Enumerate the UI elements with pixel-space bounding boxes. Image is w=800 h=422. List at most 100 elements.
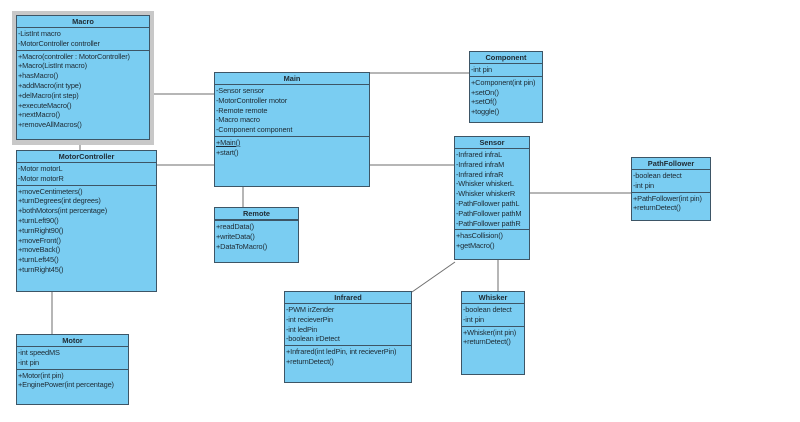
operation[interactable]: +DataToMacro(): [216, 241, 268, 251]
class-motorcontroller[interactable]: MotorController-Motor motorL-Motor motor…: [16, 150, 157, 292]
class-name: PathFollower: [632, 158, 710, 170]
operation[interactable]: +addMacro(int type): [18, 80, 82, 90]
operations-section: +PathFollower(int pin)+returnDetect(): [632, 193, 710, 215]
class-component[interactable]: Component-int pin+Component(int pin)+set…: [469, 51, 543, 123]
operation[interactable]: +returnDetect(): [286, 356, 334, 366]
attributes-section: -int pin: [470, 64, 542, 77]
class-main[interactable]: Main-Sensor sensor-MotorController motor…: [214, 72, 370, 187]
operation[interactable]: +returnDetect(): [633, 203, 681, 213]
class-name: Component: [470, 52, 542, 64]
attribute[interactable]: -Infrared infraM: [456, 159, 505, 169]
operation[interactable]: +moveFront(): [18, 235, 61, 245]
operation[interactable]: +returnDetect(): [463, 337, 511, 347]
class-remote[interactable]: Remote+readData()+writeData()+DataToMacr…: [214, 207, 299, 263]
operation[interactable]: +turnLeft90(): [18, 215, 59, 225]
attribute[interactable]: -PathFollower pathR: [456, 218, 521, 228]
attributes-section: -boolean detect-int pin: [462, 304, 524, 327]
attribute[interactable]: -Component component: [216, 125, 293, 135]
operation[interactable]: +hasCollision(): [456, 231, 503, 241]
operations-section: +hasCollision()+getMacro(): [455, 230, 529, 252]
attribute[interactable]: -Whisker whiskerL: [456, 179, 514, 189]
operation[interactable]: +turnLeft45(): [18, 255, 59, 265]
operation[interactable]: +Whisker(int pin): [463, 327, 517, 337]
operation[interactable]: +Main(): [216, 137, 241, 147]
operations-section: +Whisker(int pin)+returnDetect(): [462, 327, 524, 349]
operation[interactable]: +setOn(): [471, 87, 499, 97]
operation[interactable]: +executeMacro(): [18, 100, 72, 110]
attribute[interactable]: -boolean detect: [633, 171, 682, 180]
attribute[interactable]: -PathFollower pathM: [456, 208, 522, 218]
class-pathfollower[interactable]: PathFollower-boolean detect-int pin +Path…: [631, 157, 711, 221]
attribute[interactable]: -Remote remote: [216, 105, 268, 115]
attribute[interactable]: -Motor motorR: [18, 173, 64, 183]
attribute[interactable]: -Macro macro: [216, 115, 260, 125]
attribute[interactable]: -Infrared infraR: [456, 169, 504, 179]
class-name: Sensor: [455, 137, 529, 149]
operation[interactable]: +turnRight45(): [18, 264, 64, 274]
attributes-section: -ListInt macro-MotorController controlle…: [17, 28, 149, 51]
attribute[interactable]: -int recieverPin: [286, 314, 333, 324]
class-macro[interactable]: Macro-ListInt macro-MotorController cont…: [16, 15, 150, 140]
operations-section: +Macro(controller : MotorController)+Mac…: [17, 51, 149, 131]
attribute[interactable]: -ListInt macro: [18, 29, 61, 38]
operation[interactable]: +turnDegrees(int degrees): [18, 196, 101, 206]
attribute[interactable]: -int speedMS: [18, 348, 60, 357]
attribute[interactable]: -MotorController motor: [216, 95, 288, 105]
operations-section: +readData()+writeData()+DataToMacro(): [215, 221, 298, 252]
attribute[interactable]: -int pin: [463, 314, 484, 324]
attribute[interactable]: -int pin: [471, 65, 492, 74]
attribute[interactable]: -Whisker whiskerR: [456, 189, 516, 199]
operation[interactable]: +delMacro(int step): [18, 90, 79, 100]
operation[interactable]: +Infrared(int ledPin, int recieverPin): [286, 347, 397, 357]
class-infrared[interactable]: Infrared-PWM irZender-int recieverPin-in…: [284, 291, 412, 383]
operation[interactable]: +Macro(ListInt macro): [18, 61, 87, 71]
attribute[interactable]: -int pin: [633, 180, 654, 190]
attributes-section: -PWM irZender-int recieverPin-int ledPin…: [285, 304, 411, 347]
association-sensor-infrared[interactable]: [411, 261, 456, 293]
attributes-section: -Motor motorL-Motor motorR: [17, 163, 156, 186]
operations-section: +moveCentimeters()+turnDegrees(int degre…: [17, 186, 156, 276]
attributes-section: [215, 220, 298, 221]
class-name: Main: [215, 73, 369, 85]
attributes-section: -Sensor sensor-MotorController motor-Rem…: [215, 85, 369, 137]
operation[interactable]: +removeAllMacros(): [18, 120, 82, 130]
operation[interactable]: +moveCentimeters(): [18, 186, 83, 196]
attribute[interactable]: -boolean detect: [463, 305, 512, 314]
operation[interactable]: +start(): [216, 147, 239, 157]
operation[interactable]: +hasMacro(): [18, 71, 59, 81]
operation[interactable]: +EnginePower(int percentage): [18, 380, 114, 390]
operations-section: +Main()+start(): [215, 137, 369, 159]
attribute[interactable]: -MotorController controller: [18, 38, 100, 48]
operation[interactable]: +Component(int pin): [471, 77, 536, 87]
operation[interactable]: +Motor(int pin): [18, 370, 64, 380]
operation[interactable]: +getMacro(): [456, 241, 495, 251]
attributes-section: -Infrared infraL-Infrared infraM-Infrare…: [455, 149, 529, 231]
operation[interactable]: +bothMotors(int percentage): [18, 206, 108, 216]
attribute[interactable]: -Sensor sensor: [216, 86, 265, 95]
class-name: Infrared: [285, 292, 411, 304]
operation[interactable]: +nextMacro(): [18, 110, 60, 120]
class-name: Motor: [17, 335, 128, 347]
attribute[interactable]: -PWM irZender: [286, 305, 335, 314]
attribute[interactable]: -PathFollower pathL: [456, 198, 520, 208]
class-motor[interactable]: Motor-int speedMS-int pin +Motor(int pin)…: [16, 334, 129, 405]
operation[interactable]: +Macro(controller : MotorController): [18, 51, 130, 61]
attribute[interactable]: -boolean irDetect: [286, 334, 340, 344]
operation[interactable]: +PathFollower(int pin): [633, 193, 702, 203]
attribute[interactable]: -int ledPin: [286, 324, 318, 334]
operation[interactable]: +turnRight90(): [18, 225, 64, 235]
class-whisker[interactable]: Whisker-boolean detect-int pin+Whisker(i…: [461, 291, 525, 375]
attribute[interactable]: -int pin: [18, 357, 39, 367]
attribute[interactable]: -Motor motorL: [18, 164, 63, 173]
class-sensor[interactable]: Sensor-Infrared infraL-Infrared infraM-I…: [454, 136, 530, 260]
operation[interactable]: +toggle(): [471, 107, 500, 117]
operation[interactable]: +readData(): [216, 222, 254, 231]
operation[interactable]: +moveBack(): [18, 245, 61, 255]
operations-section: +Motor(int pin)+EnginePower(int percenta…: [17, 370, 128, 392]
operations-section: +Infrared(int ledPin, int recieverPin)+r…: [285, 346, 411, 368]
operation[interactable]: +setOf(): [471, 97, 497, 107]
operation[interactable]: +writeData(): [216, 231, 255, 241]
attribute[interactable]: -Infrared infraL: [456, 150, 503, 159]
class-name: Whisker: [462, 292, 524, 304]
